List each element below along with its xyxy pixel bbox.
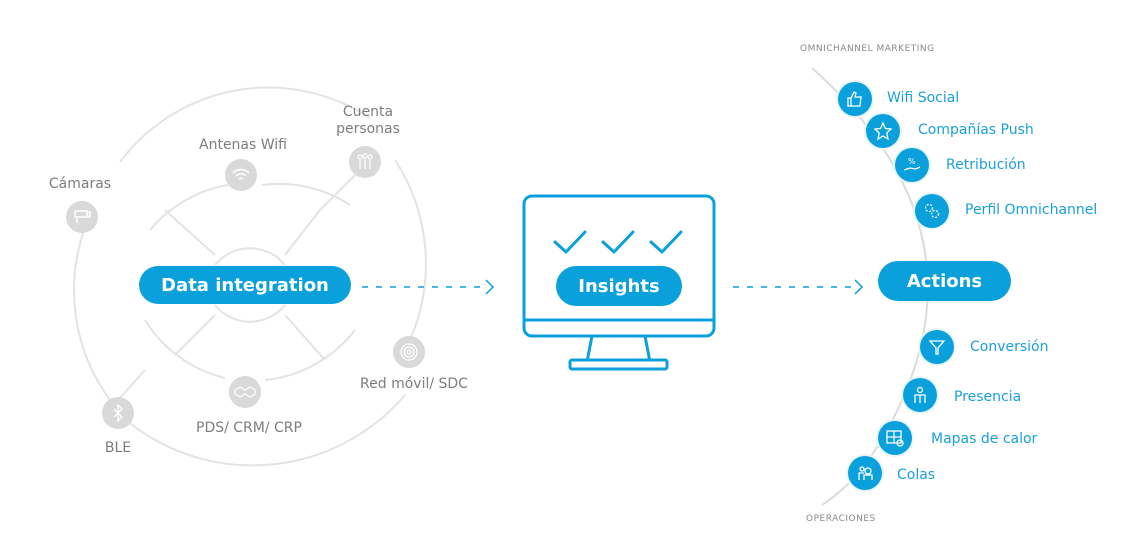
source-label-ble: BLE — [104, 440, 132, 456]
fingerprint-icon — [393, 336, 425, 368]
center-arc-bottom — [214, 304, 286, 323]
caption-omnichannel-marketing: OMNICHANNEL MARKETING — [800, 44, 935, 54]
wifi-icon — [225, 159, 257, 191]
data-integration-pill: Data integration — [139, 266, 351, 304]
queue-icon — [848, 456, 882, 490]
gears-icon — [915, 194, 949, 228]
handshake-icon — [229, 376, 261, 408]
source-label-cuenta: Cuenta personas — [336, 104, 400, 137]
inner-ring-arc-1 — [149, 184, 229, 231]
star-icon — [866, 114, 900, 148]
action-label-colas: Colas — [897, 467, 936, 483]
check-icon-2 — [601, 230, 635, 254]
outer-ring-arc-left — [73, 219, 111, 401]
action-label-perfil-omnichannel: Perfil Omnichannel — [965, 202, 1098, 218]
source-label-camaras: Cámaras — [48, 176, 112, 192]
inner-ring-arc-2 — [261, 182, 351, 206]
caption-operaciones: OPERACIONES — [806, 514, 876, 524]
svg-text:%: % — [908, 157, 916, 166]
source-label-redmovil: Red móvil/ SDC — [360, 376, 468, 392]
people-counter-icon — [349, 146, 381, 178]
presence-icon — [903, 378, 937, 412]
action-label-retribucion: Retribución — [946, 157, 1026, 173]
check-icon-1 — [553, 230, 587, 254]
inner-ring-arc-4 — [264, 329, 356, 381]
insights-pill: Insights — [556, 266, 682, 306]
check-icon-3 — [649, 230, 683, 254]
action-label-wifi-social: Wifi Social — [887, 90, 960, 106]
heatmap-icon — [878, 421, 912, 455]
thumbs-up-icon — [838, 82, 872, 116]
center-arc-top — [214, 247, 286, 266]
action-label-companias-push: Compañías Push — [918, 122, 1034, 138]
outer-ring-arc-bottom — [119, 394, 406, 467]
percent-hand-icon: % — [895, 148, 929, 182]
funnel-icon — [920, 330, 954, 364]
camera-icon — [66, 201, 98, 233]
source-label-antenas: Antenas Wifi — [199, 137, 287, 153]
bluetooth-icon — [102, 397, 134, 429]
inner-ring-arc-3 — [144, 319, 226, 379]
action-label-presencia: Presencia — [954, 389, 1022, 405]
action-label-mapas-de-calor: Mapas de calor — [931, 431, 1038, 447]
action-label-conversion: Conversión — [970, 339, 1049, 355]
actions-pill: Actions — [878, 261, 1011, 301]
source-label-pds: PDS/ CRM/ CRP — [196, 420, 302, 436]
outer-ring-arc-right — [394, 159, 427, 341]
outer-ring-arc-top — [119, 86, 371, 163]
